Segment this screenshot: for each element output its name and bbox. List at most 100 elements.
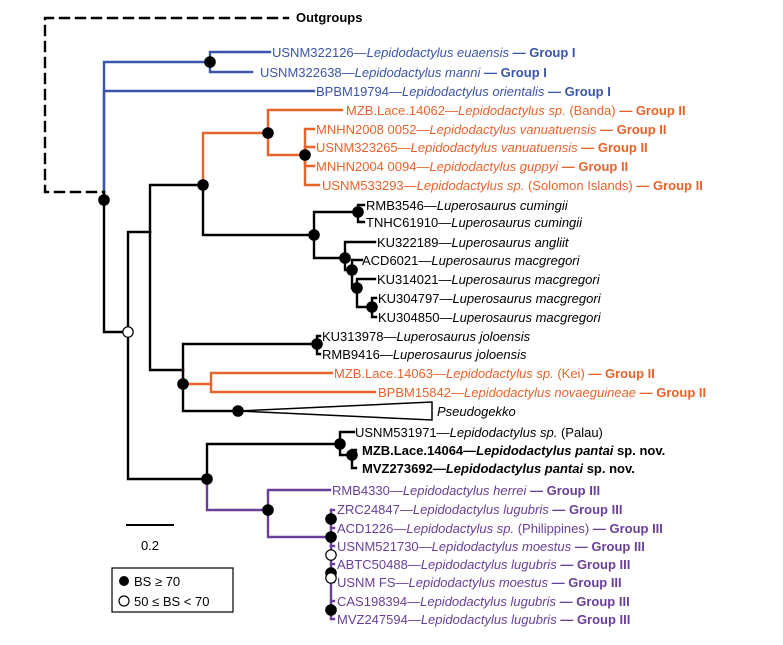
tip-label: MNHN2004 0094—Lepidodactylus guppyi — Gr…	[316, 159, 628, 174]
tip-name: Lepidodactylus lugubris	[421, 612, 557, 627]
support-node-filled	[351, 282, 363, 294]
tip-label: RMB4330—Lepidodactylus herrei — Group II…	[332, 483, 600, 498]
tip-separator: —	[342, 65, 355, 80]
branch-usnm322126	[208, 50, 272, 64]
branch-vanuatu-clade	[266, 131, 307, 157]
tip-name: Luperosaurus joloensis	[396, 329, 530, 344]
legend-box	[111, 567, 234, 613]
support-node-filled	[346, 264, 358, 276]
tip-label: CAS198394—Lepidodactylus lugubris — Grou…	[337, 594, 630, 609]
branch-clade-b	[148, 230, 185, 372]
tip-group-separator: —	[544, 84, 564, 99]
tip-id: MVZ247594	[337, 612, 408, 627]
support-node-filled	[308, 229, 320, 241]
support-node-filled	[325, 513, 337, 525]
tip-name: Lepidodactylus novaeguineae	[464, 385, 636, 400]
tip-group-separator: —	[558, 159, 578, 174]
tip-label: KU304850—Luperosaurus macgregori	[378, 310, 602, 325]
tip-id: KU322189	[377, 235, 438, 250]
support-node-filled	[366, 301, 378, 313]
tip-name: Lepidodactylus sp.	[417, 178, 525, 193]
tip-label: USNM521730—Lepidodactylus moestus — Grou…	[337, 539, 645, 554]
tip-group-separator: —	[549, 502, 569, 517]
tip-separator: —	[400, 502, 413, 517]
tip-name: Lepidodactylus vanuatuensis	[429, 122, 596, 137]
tip-name: Luperosaurus joloensis	[393, 347, 527, 362]
branch-rmb4330	[266, 488, 332, 512]
support-node-filled	[352, 206, 364, 218]
branch-mzb14063	[209, 371, 334, 386]
tip-note: (Banda)	[569, 103, 615, 118]
tip-group: Group II	[598, 140, 648, 155]
branch-bpbm15842	[209, 382, 377, 394]
tip-label: USNM322126—Lepidodactylus euaensis — Gro…	[272, 45, 576, 60]
legend-filled-node-icon	[119, 576, 129, 586]
tip-id: USNM323265	[316, 140, 398, 155]
branch-cumingii	[312, 210, 360, 237]
tip-group-separator: —	[509, 45, 529, 60]
tip-id: KU313978	[322, 329, 383, 344]
tip-label: USNM322638—Lepidodactylus manni — Group …	[260, 65, 547, 80]
outgroups-label: Outgroups	[296, 10, 362, 25]
support-node-open	[122, 326, 134, 338]
tip-label: MZB.Lace.14062—Lepidodactylus sp. (Banda…	[346, 103, 686, 118]
tip-id: ACD6021	[362, 253, 418, 268]
tip-group-separator: —	[571, 539, 591, 554]
scale-bar: 0.2	[126, 524, 174, 553]
legend-filled-label: BS ≥ 70	[134, 574, 180, 589]
tip-separator: —	[439, 310, 452, 325]
tip-note: (Solomon Islands)	[528, 178, 633, 193]
tip-separator: —	[437, 425, 450, 440]
branch-group3-stem	[205, 477, 270, 512]
tip-label: BPBM15842—Lepidodactylus novaeguineae — …	[378, 385, 706, 400]
tip-label: RMB3546—Luperosaurus cumingii	[366, 198, 569, 213]
tip-separator: —	[445, 103, 458, 118]
tip-name: Lepidodactylus moestus	[432, 539, 572, 554]
tip-label: USNM533293—Lepidodactylus sp. (Solomon I…	[322, 178, 703, 193]
tip-label: MVZ247594—Lepidodactylus lugubris — Grou…	[337, 612, 630, 627]
tip-label: BPBM19794—Lepidodactylus orientalis — Gr…	[316, 84, 611, 99]
tip-separator: —	[383, 329, 396, 344]
branch-group2-pacific	[201, 131, 270, 187]
tip-group: Group II	[605, 366, 655, 381]
tip-group: Group I	[565, 84, 611, 99]
tip-group-separator: —	[480, 65, 500, 80]
support-node-filled	[262, 504, 274, 516]
tip-separator: —	[438, 272, 451, 287]
tip-label: MVZ273692—Lepidodactylus pantai sp. nov.	[362, 461, 635, 476]
tip-label: RMB9416—Luperosaurus joloensis	[322, 347, 527, 362]
tip-separator: —	[433, 366, 446, 381]
tip-id: USNM322638	[260, 65, 342, 80]
tip-id: KU304797	[378, 291, 439, 306]
tip-separator: —	[438, 235, 451, 250]
branch-mzb14062	[266, 108, 344, 135]
tip-name: Lepidodactylus herrei	[403, 483, 528, 498]
support-node-filled	[204, 56, 216, 68]
support-node-filled	[339, 252, 351, 264]
tip-separator: —	[398, 140, 411, 155]
pseudogekko-collapsed-clade	[237, 401, 433, 421]
tip-name: Lepidodactylus euaensis	[367, 45, 510, 60]
support-node-filled	[197, 179, 209, 191]
branch-usnm533293	[303, 153, 321, 187]
support-node-filled	[177, 378, 189, 390]
tip-separator: —	[380, 347, 393, 362]
tip-name: Luperosaurus cumingii	[451, 215, 583, 230]
tip-group: Group II	[578, 159, 628, 174]
tip-label: KU313978—Luperosaurus joloensis	[322, 329, 531, 344]
tip-separator: —	[463, 443, 476, 458]
branch-main-backbone	[102, 198, 130, 334]
tip-note: (Philippines)	[518, 521, 590, 536]
tip-group: Group III	[591, 539, 644, 554]
tip-label: ACD6021—Luperosaurus macgregori	[362, 253, 581, 268]
tip-separator: —	[418, 253, 431, 268]
tip-name: Lepidodactylus lugubris	[420, 594, 556, 609]
branch-group1-stem	[102, 60, 212, 202]
tip-separator: —	[407, 594, 420, 609]
tip-id: KU314021	[377, 272, 438, 287]
tip-id: MNHN2008 0052	[316, 122, 416, 137]
support-node-open	[325, 549, 337, 561]
tip-separator: —	[439, 291, 452, 306]
tip-id: BPBM15842	[378, 385, 451, 400]
tip-name: Luperosaurus angliit	[451, 235, 569, 250]
